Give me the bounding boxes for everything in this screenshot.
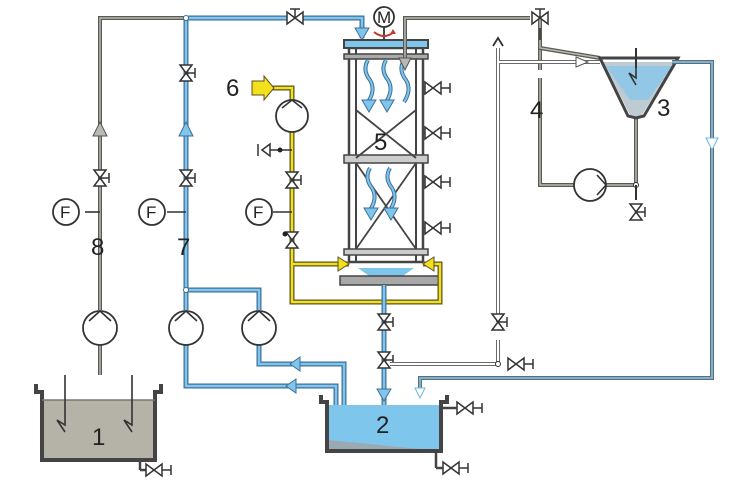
sample-valve-3[interactable] bbox=[424, 175, 451, 189]
tank-2: 2 bbox=[319, 395, 483, 475]
tank-3: 3 bbox=[597, 48, 681, 122]
pump-reagent[interactable] bbox=[275, 99, 309, 133]
label-tank-2: 2 bbox=[376, 412, 389, 439]
overflow-line bbox=[390, 36, 719, 400]
valve-overflow-side[interactable] bbox=[507, 357, 534, 371]
label-tank-3: 3 bbox=[657, 95, 670, 122]
label-line-4: 4 bbox=[530, 97, 543, 124]
valve-overflow-line[interactable] bbox=[491, 313, 508, 331]
pump-line-4[interactable] bbox=[573, 168, 607, 202]
label-column-5: 5 bbox=[374, 129, 387, 156]
valve-reagent-upper[interactable] bbox=[285, 171, 302, 189]
sample-valve-2[interactable] bbox=[424, 126, 451, 140]
valve-outlet-upper[interactable] bbox=[377, 313, 394, 331]
motor-label: M bbox=[377, 8, 391, 27]
flow-meter-8-label: F bbox=[60, 203, 70, 222]
drain-valve-tank-1[interactable] bbox=[145, 463, 172, 477]
label-line-8: 8 bbox=[91, 234, 104, 261]
reagent-line-6: 6 F bbox=[226, 74, 443, 305]
flow-meter-6 bbox=[245, 198, 273, 226]
pump-line-7a[interactable] bbox=[168, 310, 204, 346]
tank-1: 1 bbox=[34, 375, 172, 477]
valve-line-8[interactable] bbox=[93, 169, 110, 187]
flow-meter-7 bbox=[138, 198, 166, 226]
label-reagent-6: 6 bbox=[226, 75, 239, 102]
valve-tank-2-side[interactable] bbox=[456, 401, 483, 415]
line-7: F 7 bbox=[138, 8, 370, 408]
column-outlet bbox=[376, 285, 394, 408]
sample-valve-4[interactable] bbox=[424, 221, 451, 235]
sample-valve-1[interactable] bbox=[424, 81, 451, 95]
flow-meter-7-label: F bbox=[146, 203, 156, 222]
flow-meter-8 bbox=[52, 198, 80, 226]
line-8: F 8 bbox=[52, 16, 190, 375]
valve-top-feed[interactable] bbox=[286, 8, 304, 25]
valve-line-7-upper[interactable] bbox=[179, 64, 196, 82]
pump-line-8[interactable] bbox=[82, 310, 118, 346]
valve-line-7-lower[interactable] bbox=[179, 169, 196, 187]
drain-valve-tank-2[interactable] bbox=[442, 461, 469, 475]
column-5: 5 M bbox=[339, 6, 451, 286]
pump-line-7b[interactable] bbox=[241, 310, 277, 346]
valve-tank-3-drain[interactable] bbox=[629, 203, 646, 221]
line-4: 4 bbox=[398, 8, 646, 221]
label-tank-1: 1 bbox=[92, 424, 105, 451]
label-line-7: 7 bbox=[177, 234, 190, 261]
flow-meter-6-label: F bbox=[253, 203, 263, 222]
